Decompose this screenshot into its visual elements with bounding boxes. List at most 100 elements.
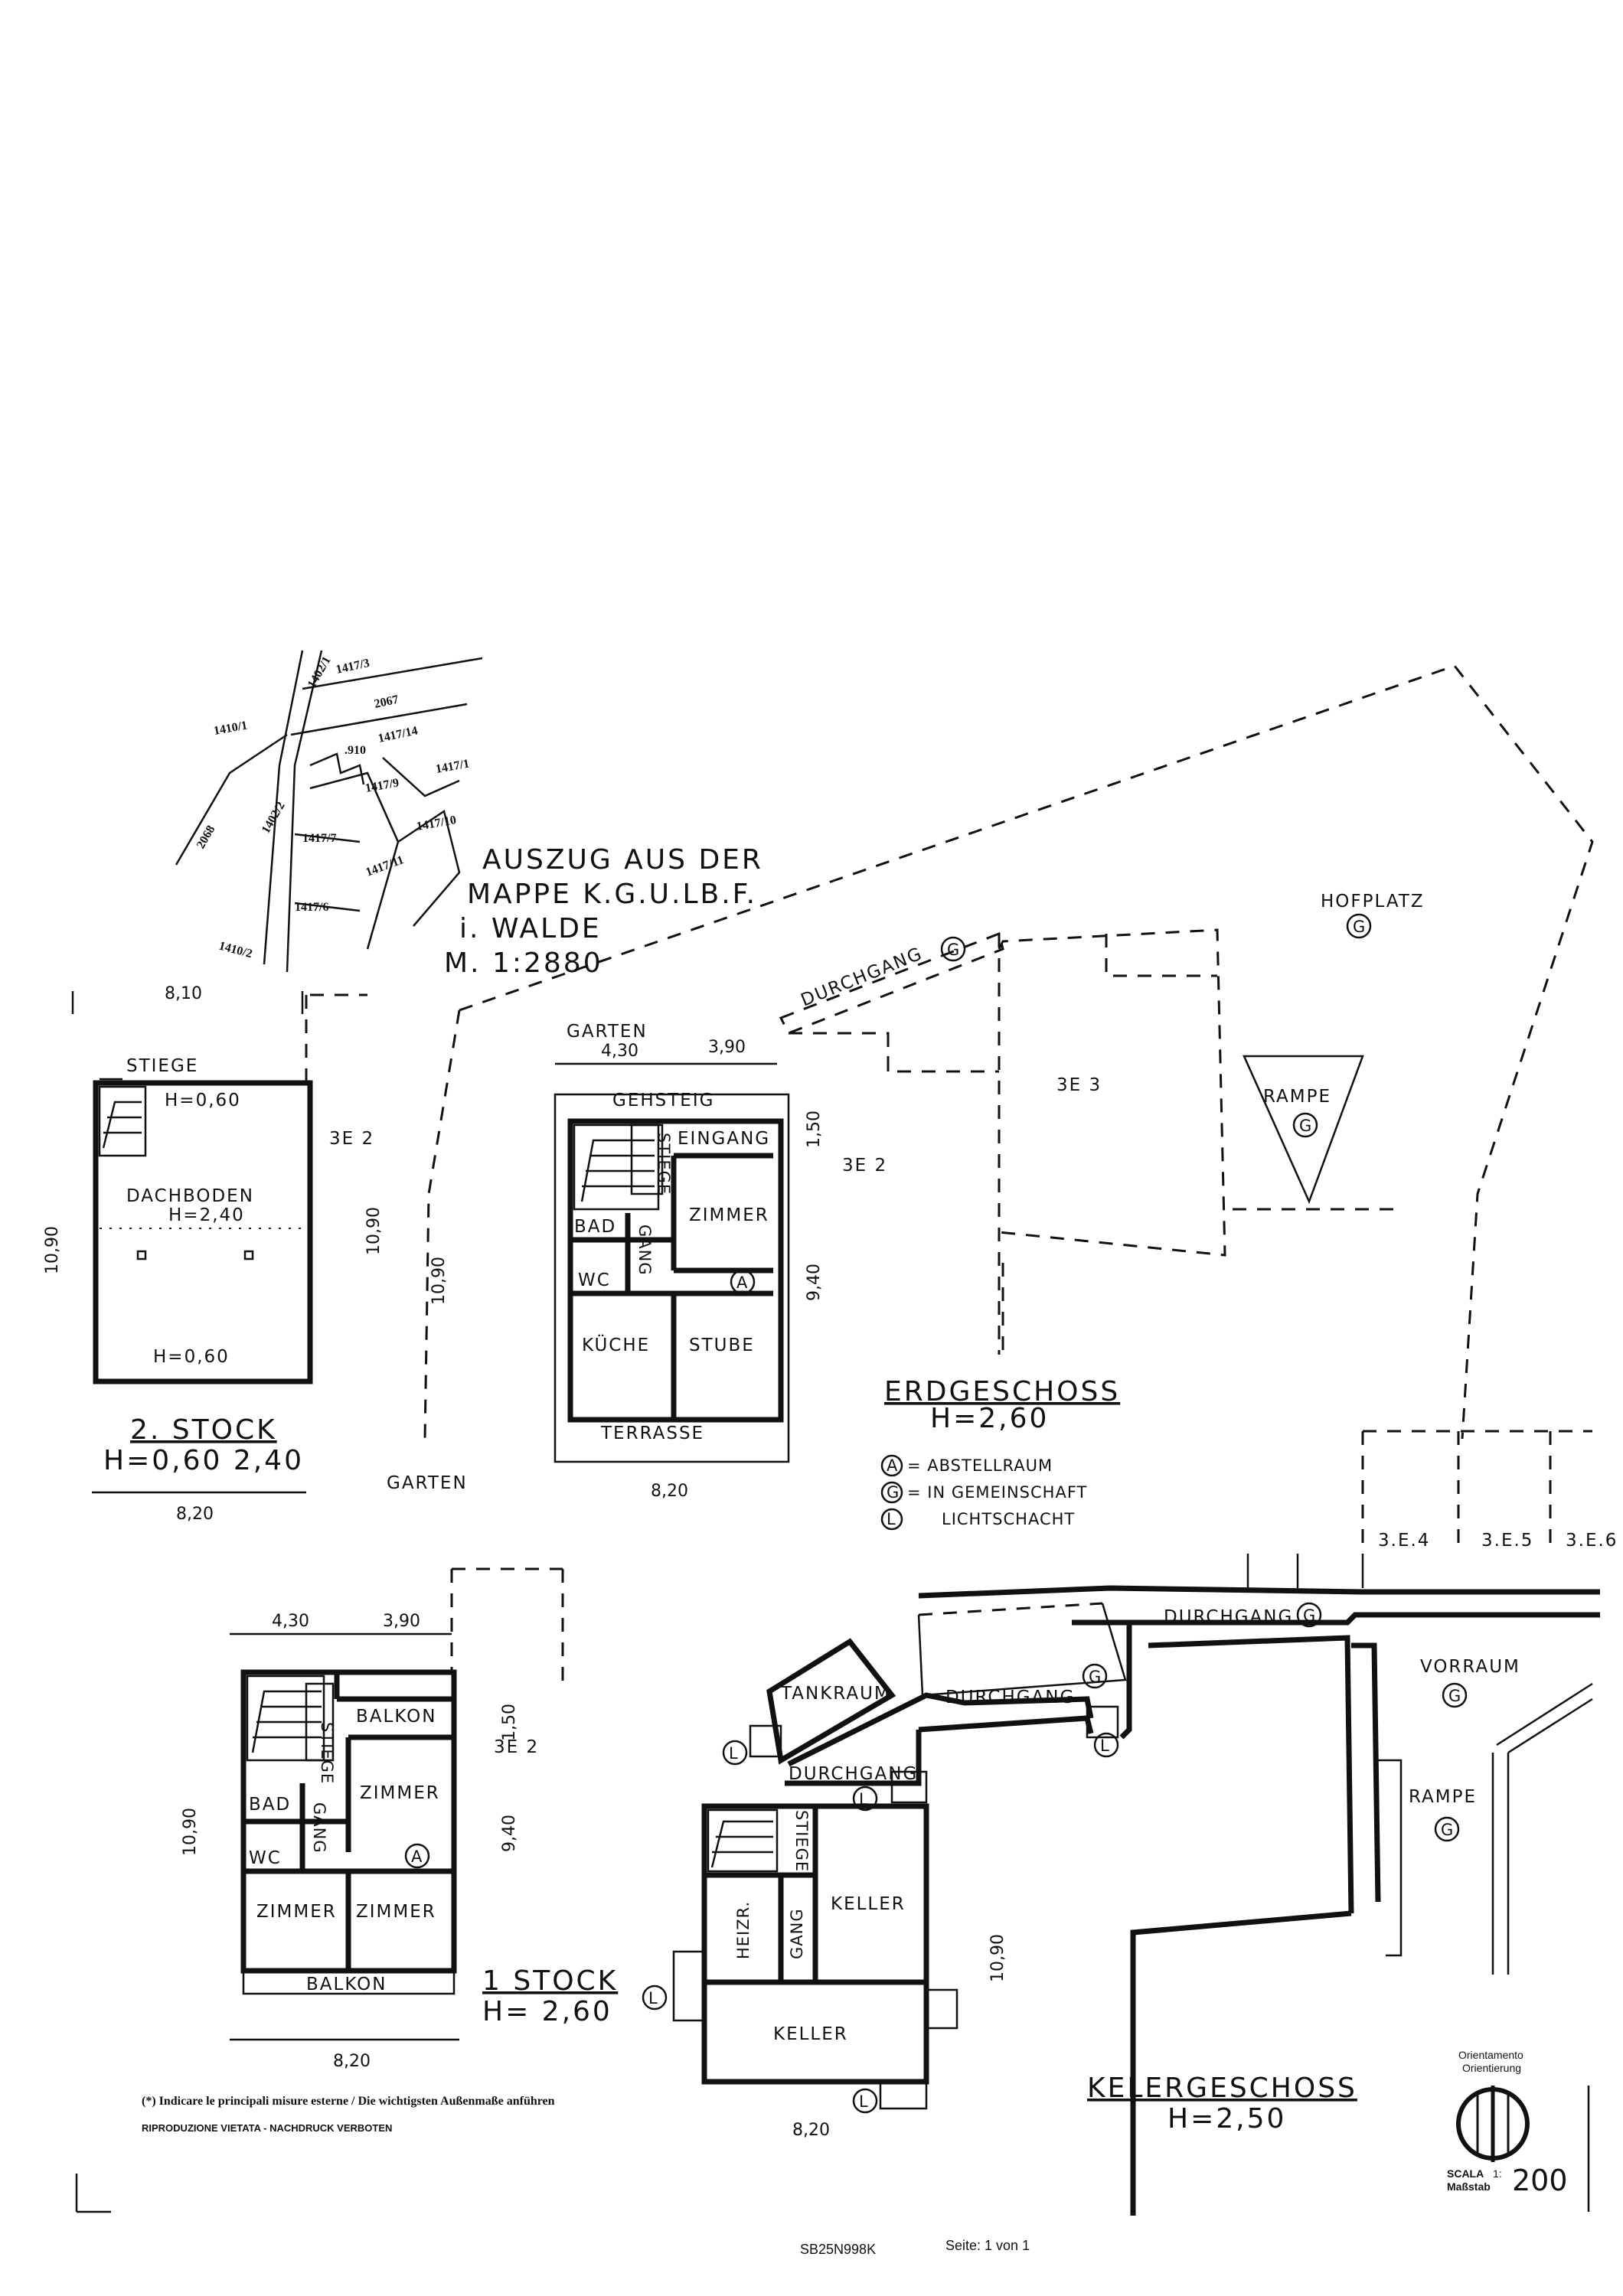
g-symbol-text: G — [1299, 1117, 1312, 1135]
balkon-top-label: BALKON — [356, 1707, 436, 1727]
orientation-label-de: Orientierung — [1462, 2062, 1521, 2074]
parcel-label: 1417/3 — [335, 657, 371, 677]
heizr-label: HEIZR. — [734, 1901, 753, 1959]
be3-label: 3E 3 — [1056, 1075, 1102, 1095]
bad-label: BAD — [249, 1795, 291, 1815]
dim-940: 9,40 — [805, 1264, 824, 1301]
floor-title: KELERGESCHOSS — [1087, 2073, 1357, 2104]
height-bottom-label: H=0,60 — [153, 1347, 230, 1367]
rampe-label: RAMPE — [1263, 1087, 1331, 1107]
scale-label-de: Maßstab — [1447, 2180, 1491, 2193]
floor-subtitle: H=2,50 — [1167, 2103, 1286, 2135]
stair-symbol — [707, 1808, 779, 1873]
stair-symbol — [246, 1675, 325, 1762]
tankraum-label: TANKRAUM — [780, 1684, 891, 1704]
floor-subtitle: H= 2,60 — [482, 1996, 612, 2027]
legend-symbol-l: L — [887, 1510, 896, 1528]
dim-940: 9,40 — [500, 1815, 519, 1852]
a-mark: A — [411, 1848, 423, 1866]
terrasse-label: TERRASSE — [600, 1424, 704, 1443]
parcel-label: .910 — [345, 744, 366, 757]
g-symbol — [940, 936, 966, 962]
cadastral-title-line-4: M. 1:2880 — [444, 947, 603, 979]
site-outline: HOFPLATZ G RAMPE G DURCHGANG G 3E 3 3E 2 — [423, 664, 1594, 1440]
scale-value: 200 — [1512, 2164, 1568, 2197]
g-symbol-text: G — [947, 941, 960, 959]
parcel-label: 1410/2 — [217, 939, 253, 960]
zimmer-right-label: ZIMMER — [356, 1902, 436, 1922]
l-symbol-text: L — [859, 2092, 869, 2111]
stiege-label: STIEGE — [792, 1810, 811, 1872]
l-symbol-text: L — [859, 1790, 869, 1808]
wc-label: WC — [578, 1270, 611, 1290]
dim-bottom: 8,20 — [651, 1482, 688, 1501]
balkon-bottom-label: BALKON — [306, 1975, 387, 1994]
eingang-label: EINGANG — [678, 1129, 770, 1149]
ground-floor-plan: GEHSTEIG EINGANG STIEGE ZIMMER BAD GANG … — [554, 1022, 1118, 1501]
g-symbol-text: G — [1353, 918, 1366, 936]
parcel-label: 1417/1 — [435, 757, 471, 775]
be2-label: 3E 2 — [494, 1737, 539, 1757]
dim-bottom: 8,20 — [333, 2052, 371, 2071]
parcel-label: 1402/2 — [260, 800, 288, 836]
gang-label: GANG — [310, 1802, 328, 1854]
gang-label: GANG — [635, 1225, 654, 1276]
footer-doc-id: SB25N998K — [800, 2242, 876, 2257]
dim-bottom: 8,20 — [792, 2121, 830, 2140]
zimmer-top-label: ZIMMER — [360, 1783, 440, 1803]
l-symbol-text: L — [1100, 1737, 1110, 1755]
dim-430: 4,30 — [601, 1042, 638, 1061]
g-symbol — [1292, 1112, 1318, 1138]
legend-text-g: = IN GEMEINSCHAFT — [907, 1483, 1087, 1502]
keller-bottom-label: KELLER — [773, 2024, 848, 2044]
dim-left: 10,90 — [43, 1226, 62, 1274]
floor-subtitle: H=0,60 2,40 — [103, 1445, 304, 1476]
footer: (*) Indicare le principali misure estern… — [75, 2095, 1030, 2257]
wc-label: WC — [249, 1848, 282, 1868]
garten-top-label: GARTEN — [567, 1022, 648, 1042]
gehsteig-label: GEHSTEIG — [612, 1091, 714, 1110]
legend-symbol-a: A — [887, 1456, 898, 1475]
parcel-label: 1417/11 — [364, 853, 406, 879]
durchgang-top-label: DURCHGANG — [1164, 1607, 1293, 1627]
zimmer-left-label: ZIMMER — [256, 1902, 337, 1922]
footer-page: Seite: 1 von 1 — [945, 2238, 1030, 2253]
basement-plan: 3.E.4 3.E.5 3.E.6 DURCHGANG G — [642, 1430, 1618, 2216]
dim-150: 1,50 — [500, 1704, 519, 1741]
first-floor-plan: 4,30 3,90 BALKON STIEGE ZIMMER BAD GANG … — [181, 1567, 618, 2071]
zimmer-label: ZIMMER — [689, 1205, 769, 1225]
parcel-label: 1417/6 — [295, 901, 328, 914]
orientation-label-it: Orientamento — [1458, 2049, 1523, 2061]
stiege-label: STIEGE — [318, 1722, 336, 1784]
l-symbol-text: L — [729, 1744, 739, 1763]
dim-right: 10,90 — [988, 1934, 1007, 1982]
footer-note: (*) Indicare le principali misure estern… — [142, 2095, 555, 2108]
footer-copyright: RIPRODUZIONE VIETATA - NACHDRUCK VERBOTE… — [142, 2122, 392, 2134]
second-floor-plan: 8,10 STIEGE H=0,60 DACHBODEN H=2,40 H=0,… — [43, 984, 466, 1524]
dim-left: 10,90 — [181, 1808, 200, 1856]
scale-one: 1: — [1493, 2167, 1502, 2180]
dim-top: 8,10 — [165, 984, 202, 1003]
cadastral-map: 1417/3 1402/1 2067 1417/14 1410/1 .910 1… — [175, 650, 763, 979]
be6-label: 3.E.6 — [1566, 1531, 1618, 1551]
be2-label: 3E 2 — [842, 1156, 887, 1176]
dim-430: 4,30 — [272, 1612, 309, 1631]
dachboden-label: DACHBODEN — [126, 1186, 254, 1206]
be2-label: 3E 2 — [329, 1129, 374, 1149]
parcel-label: 1410/1 — [213, 719, 249, 737]
parcel-label: 2067 — [373, 693, 400, 711]
height-mid-label: H=2,40 — [168, 1205, 245, 1225]
be5-label: 3.E.5 — [1481, 1531, 1533, 1551]
stair-symbol — [98, 1085, 147, 1157]
floor-title: 1 STOCK — [482, 1965, 618, 1997]
stube-label: STUBE — [689, 1336, 755, 1355]
g-symbol — [1346, 913, 1372, 939]
g-symbol-text: G — [1441, 1821, 1454, 1839]
durchgang-low-label: DURCHGANG — [789, 1764, 918, 1784]
parcel-label: 1417/14 — [377, 724, 419, 745]
parcel-label: 1417/7 — [302, 832, 336, 845]
durchgang-mid-label: DURCHGANG — [945, 1688, 1075, 1707]
bad-label: BAD — [574, 1217, 616, 1237]
cadastral-title-line-1: AUSZUG AUS DER — [482, 844, 763, 876]
